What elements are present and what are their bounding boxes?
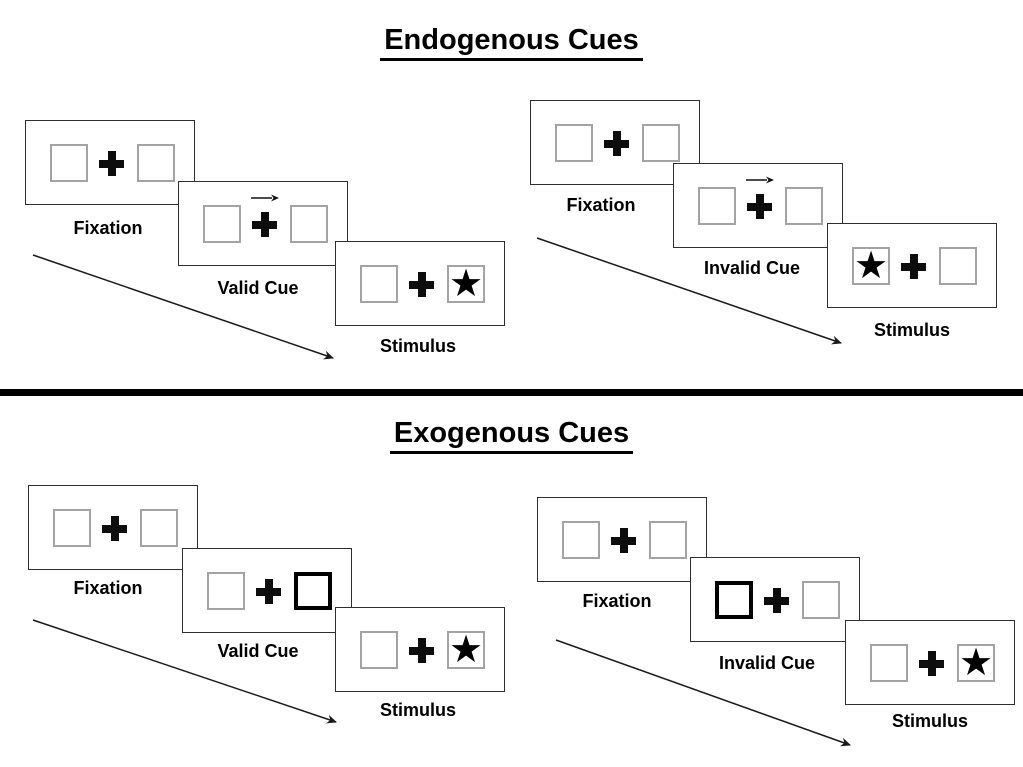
valid-cue-frame <box>182 548 352 633</box>
placeholder-box-right <box>939 247 977 285</box>
frame-label-fixation: Fixation <box>73 578 143 598</box>
section-title-endogenous: Endogenous Cues <box>0 24 1023 61</box>
highlighted-box-right <box>294 572 332 610</box>
placeholder-box-left <box>555 124 593 162</box>
invalid-cue-frame <box>673 163 843 248</box>
placeholder-box-right <box>642 124 680 162</box>
frame-label-stimulus: Stimulus <box>891 711 968 731</box>
placeholder-box-right <box>140 509 178 547</box>
timeline-arrow <box>32 619 337 724</box>
fixation-cross-icon <box>409 638 434 663</box>
placeholder-box-left <box>360 265 398 303</box>
star-icon: ★ <box>448 626 484 671</box>
stimulus-frame: ★ <box>827 223 997 308</box>
target-box-left: ★ <box>852 242 890 287</box>
highlighted-box-left <box>715 581 753 619</box>
fixation-cross-icon <box>901 254 926 279</box>
fixation-cross-icon <box>764 588 789 613</box>
timeline-arrow <box>555 639 851 747</box>
timeline-arrow <box>536 237 842 345</box>
frame-label-fixation: Fixation <box>582 591 652 611</box>
cue-arrow-icon <box>746 176 774 184</box>
fixation-cross-icon <box>252 212 277 237</box>
placeholder-box-left <box>698 187 736 225</box>
placeholder-box-right <box>785 187 823 225</box>
star-icon: ★ <box>958 639 994 684</box>
section-divider <box>0 389 1023 396</box>
section-title-text: Exogenous Cues <box>389 417 634 454</box>
placeholder-box-right <box>290 205 328 243</box>
timeline-arrow <box>32 254 334 360</box>
target-box-right: ★ <box>447 626 485 671</box>
cue-arrow-icon <box>251 194 279 202</box>
fixation-cross-icon <box>256 579 281 604</box>
fixation-frame <box>537 497 707 582</box>
frame-label-stimulus: Stimulus <box>379 700 456 720</box>
fixation-frame <box>25 120 195 205</box>
placeholder-box-left <box>50 144 88 182</box>
placeholder-box-right <box>649 521 687 559</box>
target-box-right: ★ <box>447 260 485 305</box>
placeholder-box-left <box>562 521 600 559</box>
target-box-right: ★ <box>957 639 995 684</box>
placeholder-box-left <box>360 631 398 669</box>
placeholder-box-left <box>870 644 908 682</box>
frame-label-stimulus: Stimulus <box>379 336 456 356</box>
section-title-exogenous: Exogenous Cues <box>0 417 1023 454</box>
frame-label-fixation: Fixation <box>73 218 143 238</box>
placeholder-box-right <box>802 581 840 619</box>
fixation-cross-icon <box>99 151 124 176</box>
fixation-cross-icon <box>611 528 636 553</box>
frame-label-valid-cue: Valid Cue <box>217 278 299 298</box>
invalid-cue-frame <box>690 557 860 642</box>
fixation-frame <box>530 100 700 185</box>
section-title-text: Endogenous Cues <box>380 24 643 61</box>
star-icon: ★ <box>448 260 484 305</box>
fixation-cross-icon <box>747 194 772 219</box>
frame-label-valid-cue: Valid Cue <box>217 641 299 661</box>
placeholder-box-left <box>207 572 245 610</box>
valid-cue-frame <box>178 181 348 266</box>
placeholder-box-left <box>203 205 241 243</box>
star-icon: ★ <box>853 242 889 287</box>
fixation-cross-icon <box>604 131 629 156</box>
frame-label-invalid-cue: Invalid Cue <box>703 258 801 278</box>
fixation-cross-icon <box>409 272 434 297</box>
stimulus-frame: ★ <box>845 620 1015 705</box>
frame-label-invalid-cue: Invalid Cue <box>718 653 816 673</box>
fixation-cross-icon <box>919 651 944 676</box>
frame-label-stimulus: Stimulus <box>873 320 950 340</box>
stimulus-frame: ★ <box>335 607 505 692</box>
stimulus-frame: ★ <box>335 241 505 326</box>
placeholder-box-right <box>137 144 175 182</box>
fixation-frame <box>28 485 198 570</box>
frame-label-fixation: Fixation <box>566 195 636 215</box>
placeholder-box-left <box>53 509 91 547</box>
fixation-cross-icon <box>102 516 127 541</box>
